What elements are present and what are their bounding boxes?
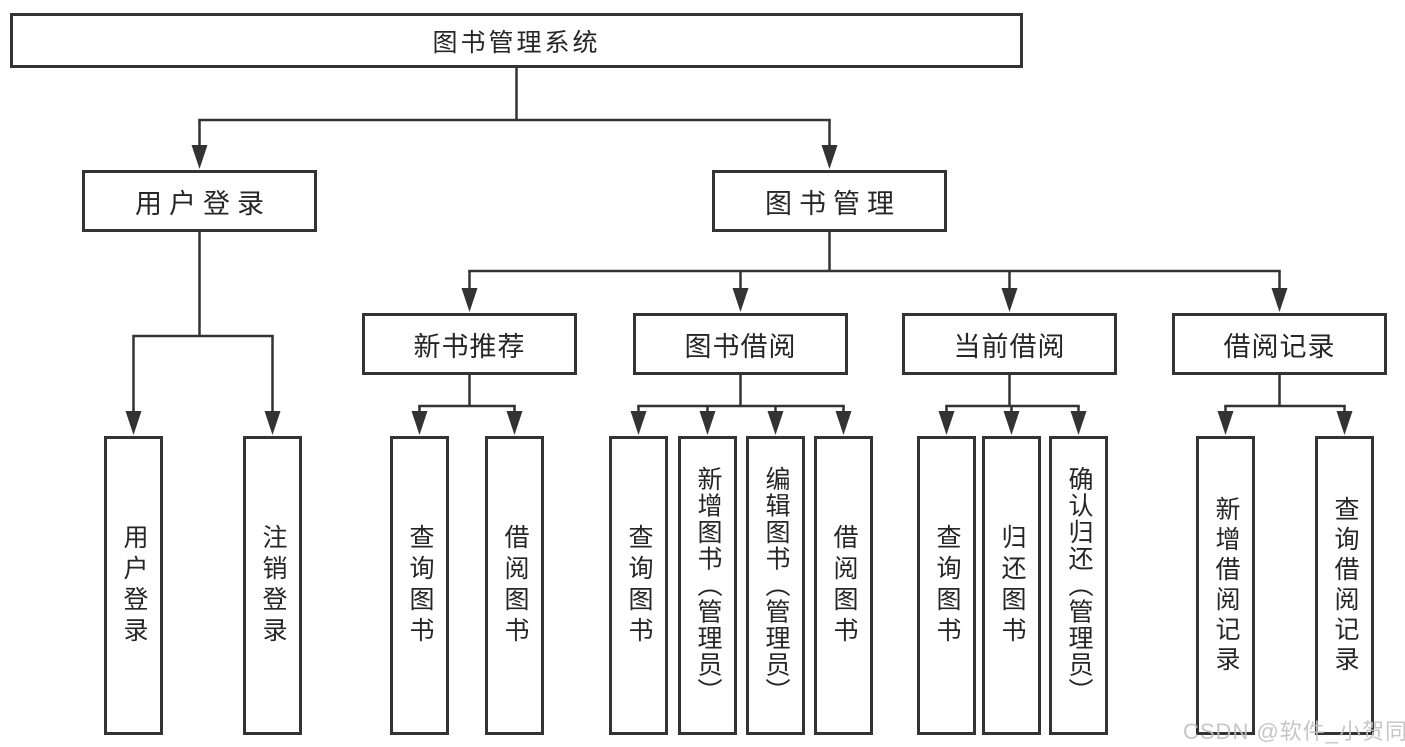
leaf-user-login: 用户登录 xyxy=(104,436,163,735)
csdn-watermark: CSDN @软件_小贺同学 xyxy=(1183,719,1405,744)
leaf-label: 新增图书（管理员） xyxy=(694,466,722,705)
leaf-label: 注销登录 xyxy=(259,523,287,648)
leaf-query-books-recommend: 查询图书 xyxy=(390,436,449,735)
node-current-borrowing: 当前借阅 xyxy=(902,313,1117,375)
leaf-add-borrow-record: 新增借阅记录 xyxy=(1196,436,1255,735)
node-library-management-system: 图书管理系统 xyxy=(10,13,1023,68)
leaf-query-borrow-record: 查询借阅记录 xyxy=(1315,436,1374,735)
leaf-label: 用户登录 xyxy=(120,523,148,648)
leaf-borrow-books: 借阅图书 xyxy=(814,436,873,735)
leaf-borrow-books-recommend: 借阅图书 xyxy=(485,436,544,735)
leaf-label: 查询借阅记录 xyxy=(1331,495,1359,676)
leaf-edit-book-admin: 编辑图书（管理员） xyxy=(746,436,805,735)
leaf-label: 查询图书 xyxy=(625,523,653,648)
node-new-book-recommendation: 新书推荐 xyxy=(362,313,577,375)
leaf-return-books: 归还图书 xyxy=(982,436,1041,735)
node-label: 图书管理系统 xyxy=(432,28,601,57)
leaf-add-book-admin: 新增图书（管理员） xyxy=(678,436,737,735)
node-label: 借阅记录 xyxy=(1223,331,1336,362)
leaf-query-books-borrow: 查询图书 xyxy=(609,436,668,735)
node-book-management: 图书管理 xyxy=(712,170,947,232)
node-label: 图书管理 xyxy=(765,188,901,219)
node-label: 当前借阅 xyxy=(953,331,1066,362)
leaf-label: 借阅图书 xyxy=(830,523,858,648)
leaf-logout: 注销登录 xyxy=(243,436,302,735)
node-label: 新书推荐 xyxy=(413,331,526,362)
leaf-label: 查询图书 xyxy=(933,523,961,648)
node-label: 图书借阅 xyxy=(684,331,797,362)
node-book-borrowing: 图书借阅 xyxy=(633,313,848,375)
node-user-login: 用户登录 xyxy=(82,170,317,232)
leaf-label: 确认归还（管理员） xyxy=(1065,466,1093,705)
node-label: 用户登录 xyxy=(135,188,271,219)
leaf-label: 查询图书 xyxy=(406,523,434,648)
leaf-confirm-return-admin: 确认归还（管理员） xyxy=(1049,436,1108,735)
leaf-label: 编辑图书（管理员） xyxy=(762,466,790,705)
leaf-label: 归还图书 xyxy=(998,523,1026,648)
leaf-label: 借阅图书 xyxy=(501,523,529,648)
node-borrowing-records: 借阅记录 xyxy=(1172,313,1387,375)
leaf-query-books-current: 查询图书 xyxy=(917,436,976,735)
leaf-label: 新增借阅记录 xyxy=(1212,495,1240,676)
